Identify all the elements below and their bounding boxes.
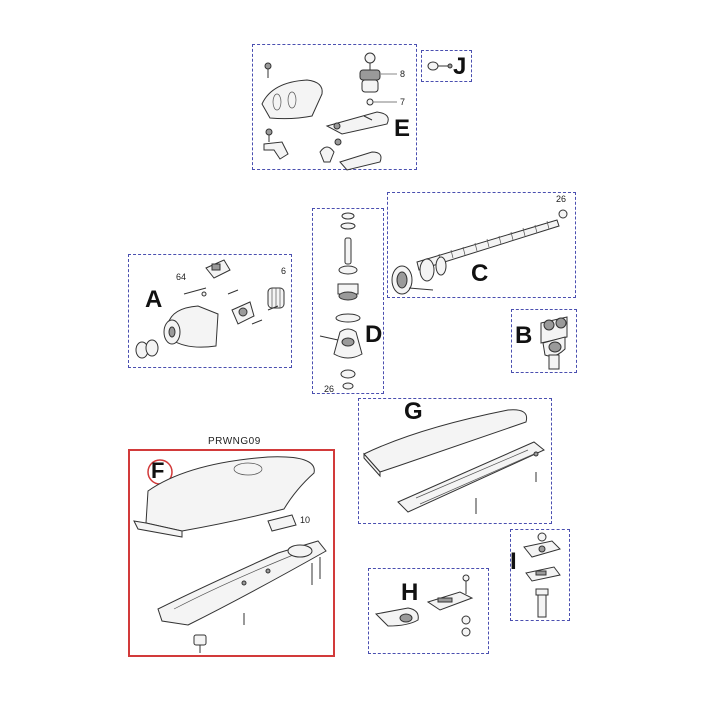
callout-6: 6 — [281, 266, 287, 276]
callout-7: 7 — [400, 97, 406, 107]
group-a-parts — [135, 259, 285, 359]
group-e-label: E — [394, 115, 411, 142]
group-b-label: B — [515, 322, 533, 349]
group-g-label: G — [404, 398, 423, 425]
group-f-box — [128, 449, 335, 657]
group-a-box — [128, 254, 292, 368]
group-e-parts — [261, 52, 397, 171]
group-c-box — [387, 192, 576, 298]
group-f-label: F — [151, 458, 165, 483]
group-d-parts — [319, 212, 363, 390]
group-d-box — [312, 208, 384, 394]
group-f-parts — [133, 456, 327, 653]
group-i-parts — [523, 532, 561, 618]
group-h-box — [368, 568, 489, 654]
group-d-label: D — [365, 321, 383, 348]
group-e-box — [252, 44, 417, 170]
group-b-parts — [540, 316, 568, 370]
group-h-label: H — [401, 579, 419, 606]
group-j-parts — [427, 61, 453, 71]
group-i-label: I — [510, 548, 517, 575]
group-j-box — [421, 50, 472, 82]
callout-64: 64 — [176, 272, 187, 282]
group-g-box — [358, 398, 552, 524]
group-g-parts — [363, 409, 545, 514]
group-b-box — [511, 309, 577, 373]
callout-8: 8 — [400, 69, 406, 79]
callout-10: 10 — [300, 515, 311, 525]
part-code: PRWNG09 — [208, 436, 261, 447]
callout-26-c: 26 — [556, 194, 567, 204]
group-c-label: C — [471, 260, 489, 287]
group-j-label: J — [453, 53, 467, 80]
group-i-box — [510, 529, 570, 621]
group-h-parts — [374, 574, 474, 637]
callout-26-d: 26 — [324, 384, 335, 394]
group-a-label: A — [145, 286, 163, 313]
group-c-parts — [391, 209, 568, 295]
